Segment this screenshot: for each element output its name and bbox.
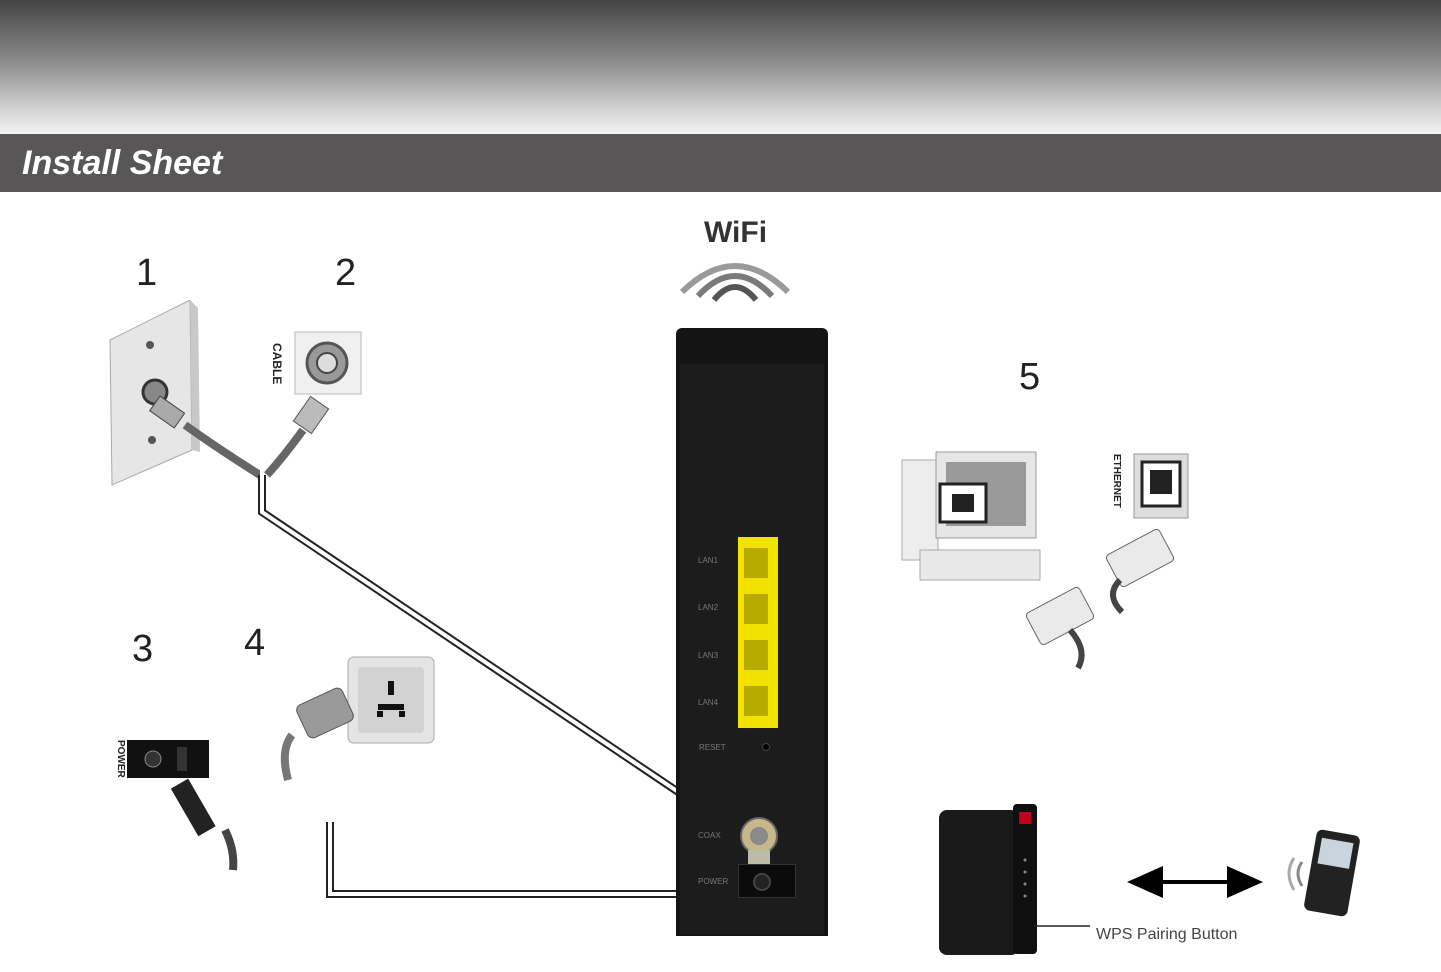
wps-pairing-button-label: WPS Pairing Button (1096, 926, 1237, 944)
double-arrow-icon (1125, 862, 1265, 902)
lan2-port (744, 594, 768, 624)
router-front-icon (935, 800, 1045, 958)
lan1-label: LAN1 (698, 556, 718, 565)
reset-button[interactable] (762, 743, 770, 751)
lan1-port (744, 548, 768, 578)
ethernet-label: ETHERNET (1111, 454, 1122, 508)
lan4-label: LAN4 (698, 698, 718, 707)
coax-label: COAX (698, 831, 721, 840)
wps-pointer-line (1030, 880, 1100, 940)
power-port (738, 864, 796, 898)
lan4-port (744, 686, 768, 716)
smartphone-icon (1280, 828, 1360, 918)
power-port-label: POWER (698, 877, 728, 886)
lan3-port (744, 640, 768, 670)
lan2-label: LAN2 (698, 603, 718, 612)
lan3-label: LAN3 (698, 651, 718, 660)
ethernet-cable-plugs-icon (1010, 520, 1190, 680)
reset-label: RESET (699, 743, 726, 752)
coax-connector-icon (734, 810, 784, 870)
ethernet-port-icon (1132, 452, 1190, 520)
